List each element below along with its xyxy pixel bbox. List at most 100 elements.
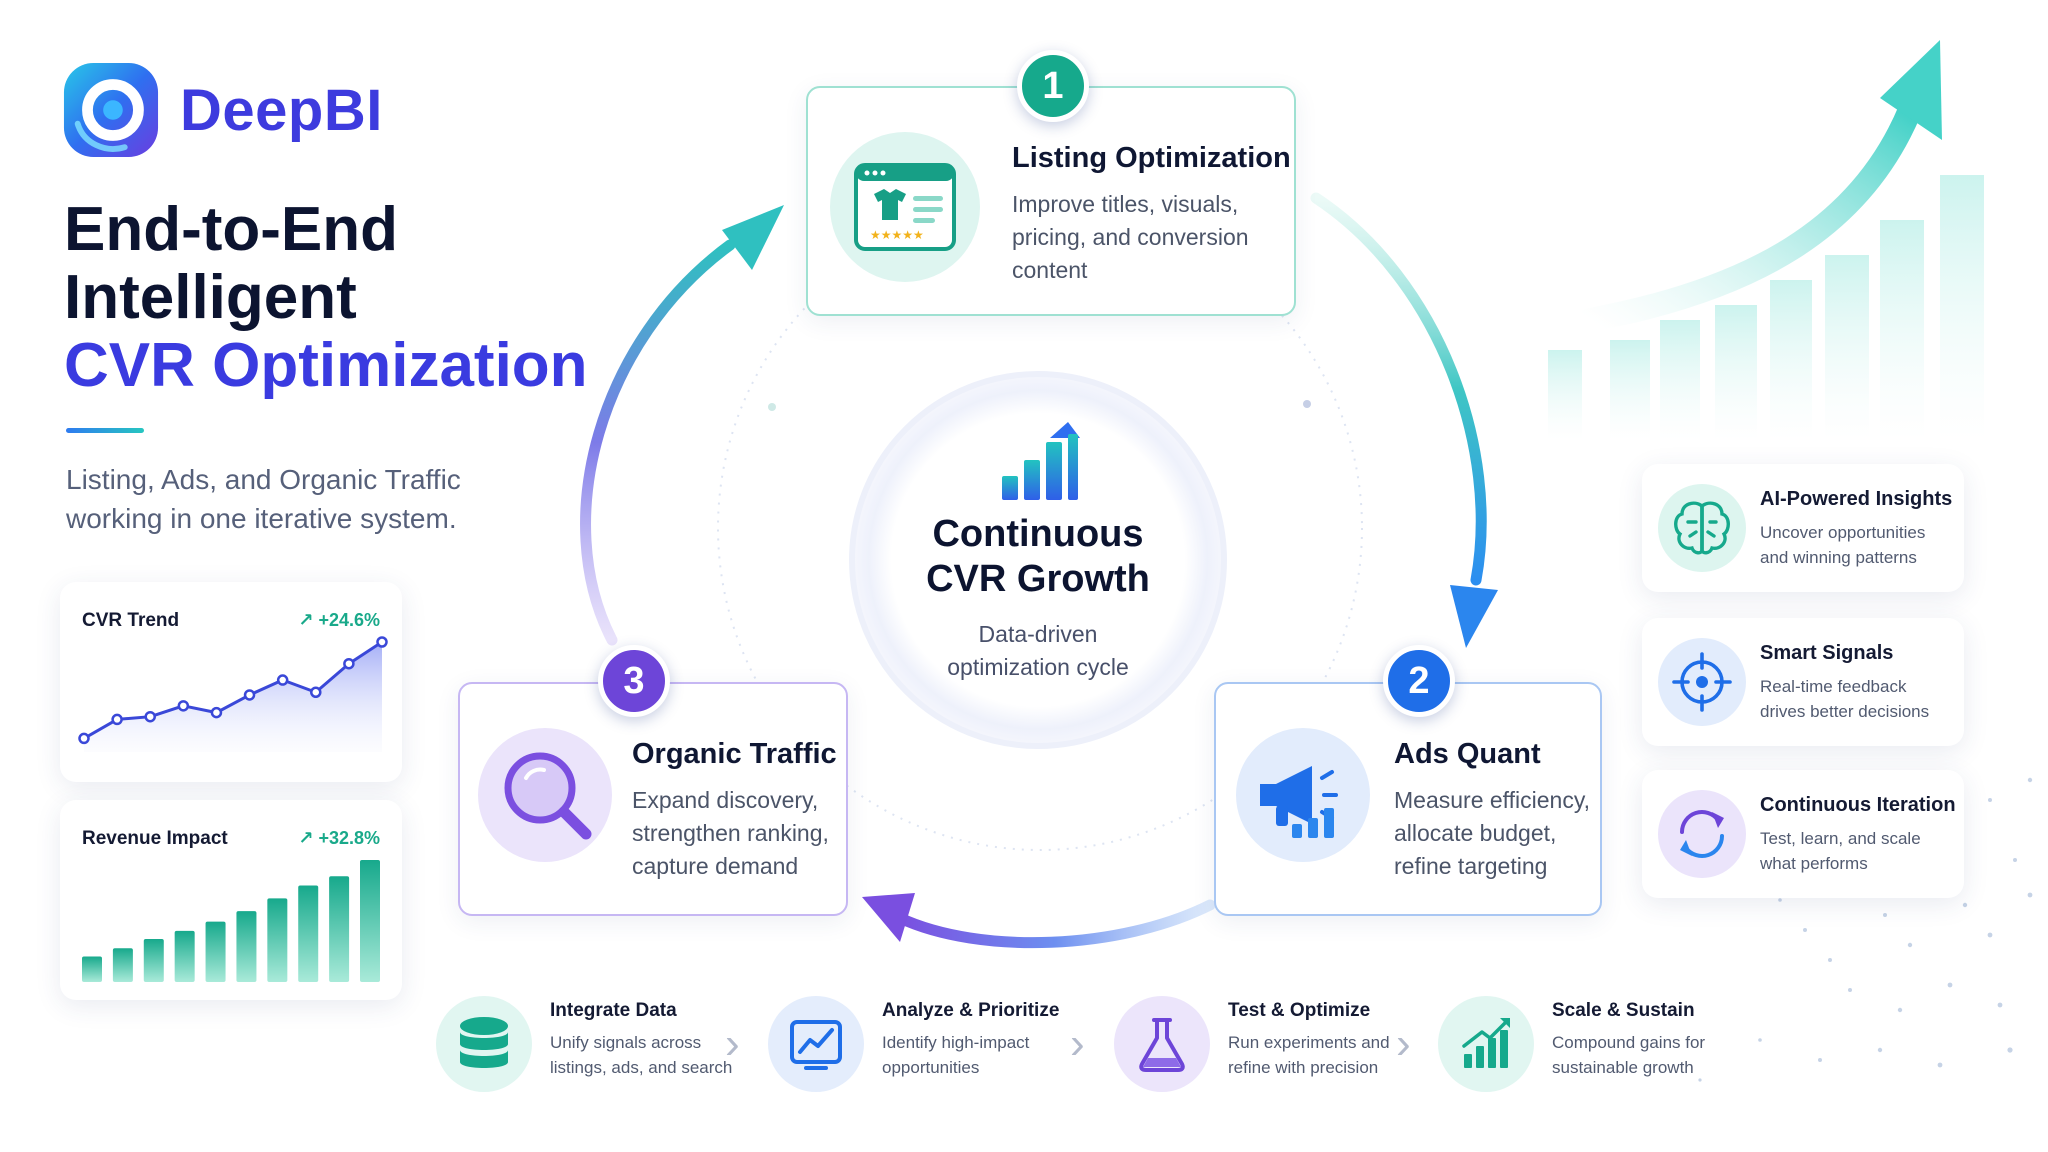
process-4-desc-line-2: sustainable growth: [1552, 1058, 1694, 1077]
feature-1-title: AI-Powered Insights: [1760, 488, 1953, 510]
cvr-trend-chart: [78, 636, 388, 752]
feature-card-smart-signals: Smart Signals Real-time feedback drives …: [1642, 618, 1964, 746]
headline: End-to-End Intelligent CVR Optimization: [64, 196, 588, 400]
step-3-badge: 3: [598, 645, 670, 717]
center-sub-line-1: Data-driven: [978, 621, 1098, 647]
svg-text:★★★★★: ★★★★★: [870, 228, 924, 242]
feature-3-desc-line-1: Test, learn, and scale: [1760, 829, 1921, 848]
cvr-trend-point-5: [210, 706, 223, 719]
chevron-right-icon: ›: [725, 1019, 740, 1068]
step-card-organic-traffic: Organic Traffic Expand discovery, streng…: [458, 682, 848, 916]
process-4-description: Compound gains for sustainable growth: [1552, 1030, 1752, 1080]
process-3-description: Run experiments and refine with precisio…: [1228, 1030, 1428, 1080]
cvr-trend-line: [83, 640, 383, 740]
cvr-trend-point-3: [144, 710, 156, 723]
refresh-icon: [1658, 790, 1746, 878]
process-2-description: Identify high-impact opportunities: [882, 1030, 1082, 1080]
cvr-trend-point-9: [343, 657, 355, 670]
target-icon: [1658, 638, 1746, 726]
revenue-impact-card: Revenue Impact ↗ +32.8%: [60, 800, 402, 1000]
step-1-desc-line-3: content: [1012, 257, 1088, 283]
revenue-impact-chart: [82, 860, 380, 982]
feature-2-description: Real-time feedback drives better decisio…: [1760, 674, 1960, 724]
brain-icon: [1658, 484, 1746, 572]
headline-underline: [66, 428, 144, 433]
process-2-desc-line-1: Identify high-impact: [882, 1033, 1030, 1052]
revenue-impact-delta: ↗ +32.8%: [298, 828, 380, 848]
growth-chart-icon: [1002, 422, 1080, 500]
chevron-right-icon: ›: [1396, 1019, 1411, 1068]
revenue-bar-6: [236, 911, 257, 982]
process-step-integrate-data: Integrate Data Unify signals across list…: [436, 990, 756, 1100]
revenue-bar-4: [174, 930, 195, 982]
process-4-desc-line-1: Compound gains for: [1552, 1033, 1706, 1052]
step-2-title: Ads Quant: [1394, 738, 1541, 770]
revenue-bar-1: [82, 956, 102, 982]
step-2-desc-line-1: Measure efficiency,: [1394, 787, 1591, 813]
process-1-desc-line-1: Unify signals across: [550, 1033, 702, 1052]
cvr-trend-point-6: [243, 689, 256, 701]
feature-2-desc-line-2: drives better decisions: [1760, 702, 1930, 721]
step-3-desc-line-1: Expand discovery,: [632, 787, 819, 813]
headline-line-1: End-to-End: [64, 195, 399, 264]
cvr-trend-point-4: [177, 700, 190, 712]
feature-3-title: Continuous Iteration: [1760, 794, 1956, 816]
step-1-description: Improve titles, visuals, pricing, and co…: [1012, 188, 1249, 287]
revenue-impact-title: Revenue Impact: [82, 828, 228, 849]
revenue-bar-2: [112, 948, 133, 982]
center-subtitle: Data-driven optimization cycle: [872, 618, 1204, 684]
process-3-title: Test & Optimize: [1228, 1000, 1371, 1021]
feature-1-desc-line-2: and winning patterns: [1760, 548, 1917, 567]
analytics-icon: [768, 996, 864, 1092]
feature-1-desc-line-1: Uncover opportunities: [1760, 523, 1926, 542]
process-1-title: Integrate Data: [550, 1000, 677, 1021]
feature-3-desc-line-2: what performs: [1760, 854, 1868, 873]
step-1-desc-line-1: Improve titles, visuals,: [1012, 191, 1239, 217]
process-2-desc-line-2: opportunities: [882, 1058, 980, 1077]
revenue-bar-8: [298, 885, 319, 982]
subtitle-line-1: Listing, Ads, and Organic Traffic: [66, 464, 461, 495]
process-4-title: Scale & Sustain: [1552, 1000, 1695, 1021]
step-card-ads-quant: Ads Quant Measure efficiency, allocate b…: [1214, 682, 1602, 916]
center-title-line-1: Continuous: [932, 513, 1144, 555]
revenue-bar-5: [205, 921, 226, 982]
step-3-title: Organic Traffic: [632, 738, 837, 770]
feature-2-title: Smart Signals: [1760, 642, 1894, 664]
center-sub-line-2: optimization cycle: [947, 654, 1129, 680]
database-icon: [436, 996, 532, 1092]
step-2-badge: 2: [1383, 645, 1455, 717]
cvr-trend-point-2: [111, 713, 123, 726]
center-title: Continuous CVR Growth: [872, 512, 1204, 602]
cvr-trend-point-10: [376, 636, 388, 648]
flask-icon: [1114, 996, 1210, 1092]
feature-2-desc-line-1: Real-time feedback: [1760, 677, 1907, 696]
brand-logo-icon: [63, 62, 159, 158]
step-3-desc-line-3: capture demand: [632, 853, 799, 879]
cvr-trend-area: [84, 642, 382, 752]
brand: DeepBI: [62, 60, 383, 160]
subtitle: Listing, Ads, and Organic Traffic workin…: [66, 460, 586, 538]
process-1-desc-line-2: listings, ads, and search: [550, 1058, 733, 1077]
step-1-title: Listing Optimization: [1012, 142, 1291, 174]
cvr-trend-card: CVR Trend ↗ +24.6%: [60, 582, 402, 782]
process-step-analyze-prioritize: Analyze & Prioritize Identify high-impac…: [768, 990, 1068, 1100]
step-2-desc-line-3: refine targeting: [1394, 853, 1548, 879]
step-3-desc-line-2: strengthen ranking,: [632, 820, 829, 846]
step-2-desc-line-2: allocate budget,: [1394, 820, 1557, 846]
feature-3-description: Test, learn, and scale what performs: [1760, 826, 1960, 876]
process-2-title: Analyze & Prioritize: [882, 1000, 1060, 1021]
process-3-desc-line-2: refine with precision: [1228, 1058, 1379, 1077]
cvr-trend-point-8: [310, 686, 322, 698]
step-card-listing-optimization: ★★★★★ Listing Optimization Improve title…: [806, 86, 1296, 316]
process-1-description: Unify signals across listings, ads, and …: [550, 1030, 750, 1080]
cvr-trend-point-7: [276, 674, 289, 686]
listing-page-icon: ★★★★★: [830, 132, 980, 282]
revenue-bar-9: [329, 876, 350, 982]
feature-card-continuous-iteration: Continuous Iteration Test, learn, and sc…: [1642, 770, 1964, 898]
revenue-bar-10: [360, 860, 380, 982]
revenue-bar-3: [143, 939, 164, 982]
headline-line-3: CVR Optimization: [64, 331, 588, 400]
step-1-badge: 1: [1017, 50, 1089, 122]
chevron-right-icon: ›: [1070, 1019, 1085, 1068]
